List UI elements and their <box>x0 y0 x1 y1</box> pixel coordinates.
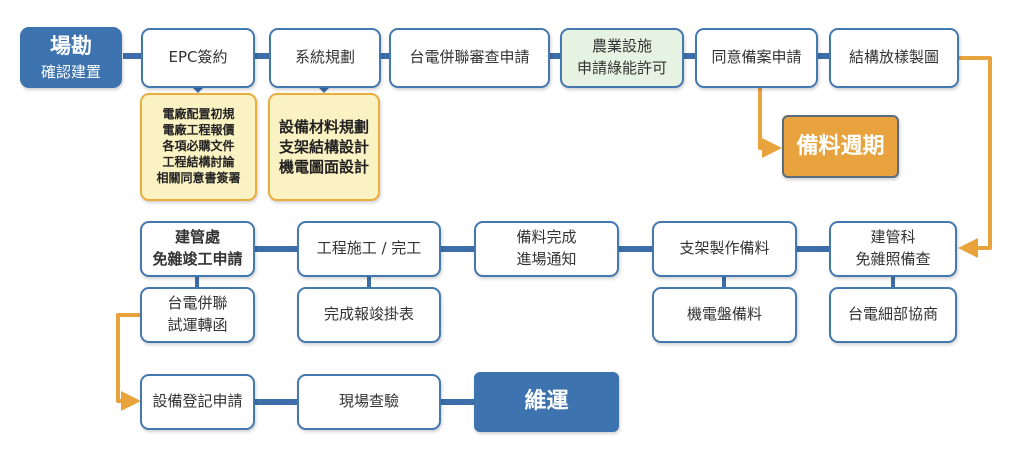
node-construction: 工程施工 / 完工 <box>297 221 441 277</box>
node-taipower-coordination: 台電細部協商 <box>829 287 957 343</box>
node-label: 備料週期 <box>796 133 885 159</box>
start-node-site-survey: 場勘 確認建置 <box>20 27 122 88</box>
node-agri-facility-permit: 農業設施 申請綠能許可 <box>560 28 684 88</box>
callout-line: 工程結構討論 <box>162 154 235 169</box>
node-label: 工程施工 / 完工 <box>316 239 422 258</box>
node-label: 結構放樣製圖 <box>848 48 939 67</box>
node-label: 試運轉函 <box>167 316 228 334</box>
node-building-completion-application: 建管處 免雜竣工申請 <box>140 221 255 277</box>
node-structural-drawing: 結構放樣製圖 <box>829 28 959 88</box>
node-system-planning: 系統規劃 <box>269 28 381 88</box>
callout-line: 設備材料規劃 <box>278 117 369 136</box>
callout-line: 機電圖面設計 <box>278 158 369 177</box>
node-materials-ready: 備料完成 進場通知 <box>474 221 619 277</box>
node-label: 建管科 <box>870 228 916 247</box>
node-label: 申請綠能許可 <box>576 59 667 77</box>
callout-line: 相關同意書簽署 <box>156 170 241 185</box>
node-consent-filing: 同意備案申請 <box>695 28 818 88</box>
callout-epc-details: 電廠配置初規 電廠工程報價 各項必購文件 工程結構討論 相關同意書簽署 <box>140 93 257 201</box>
callout-line: 電廠配置初規 <box>162 107 235 122</box>
node-building-exemption-check: 建管科 免雜照備查 <box>829 221 957 277</box>
connector-arrow <box>758 88 782 158</box>
node-label: 農業設施 <box>591 37 652 56</box>
node-completion-report: 完成報竣掛表 <box>297 287 441 343</box>
node-equipment-registration: 設備登記申請 <box>140 374 255 430</box>
node-label: 同意備案申請 <box>711 48 802 67</box>
node-label: 場勘 <box>50 34 92 59</box>
node-label: 台電併聯 <box>167 294 228 313</box>
node-label: 確認建置 <box>40 62 101 81</box>
connector-arrow <box>116 313 141 411</box>
node-grid-review: 台電併聯審查申請 <box>389 28 550 88</box>
node-epc-contract: EPC簽約 <box>141 28 255 88</box>
node-trial-operation-letter: 台電併聯 試運轉函 <box>140 287 255 343</box>
node-label: 支架製作備料 <box>679 239 770 258</box>
node-material-cycle: 備料週期 <box>782 115 899 178</box>
node-label: 設備登記申請 <box>152 392 243 411</box>
connector-arrow <box>958 56 992 258</box>
node-bracket-fabrication: 支架製作備料 <box>652 221 797 277</box>
end-node-operations: 維運 <box>474 372 619 432</box>
node-label: 完成報竣掛表 <box>323 305 414 324</box>
node-label: 進場通知 <box>516 250 577 268</box>
node-label: 免雜照備查 <box>855 250 931 268</box>
node-label: EPC簽約 <box>168 48 228 67</box>
callout-line: 各項必購文件 <box>162 139 235 154</box>
node-label: 系統規劃 <box>294 48 355 67</box>
callout-line: 支架結構設計 <box>278 137 369 156</box>
node-label: 免雜竣工申請 <box>152 250 243 268</box>
node-label: 現場查驗 <box>338 392 399 411</box>
callout-planning-details: 設備材料規劃 支架結構設計 機電圖面設計 <box>268 93 380 201</box>
node-label: 機電盤備料 <box>686 305 762 324</box>
node-site-inspection: 現場查驗 <box>297 374 441 430</box>
node-label: 維運 <box>524 389 569 415</box>
node-label: 備料完成 <box>516 228 577 247</box>
node-label: 台電併聯審查申請 <box>409 48 530 67</box>
callout-line: 電廠工程報價 <box>162 123 235 138</box>
node-label: 台電細部協商 <box>847 305 938 324</box>
node-mep-preparation: 機電盤備料 <box>652 287 797 343</box>
node-label: 建管處 <box>174 228 220 247</box>
